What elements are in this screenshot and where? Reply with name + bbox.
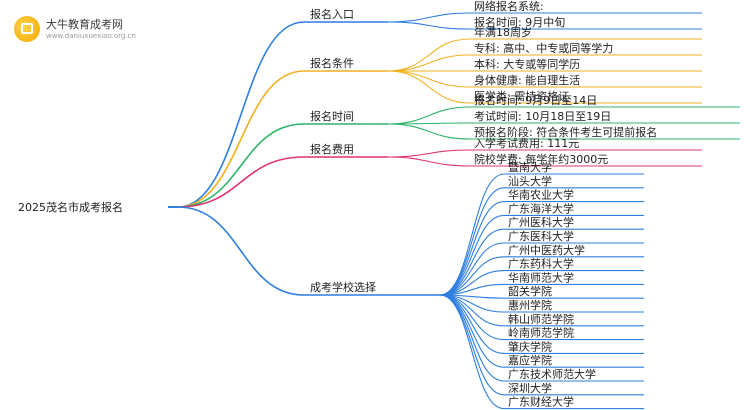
leaf-connector [387, 106, 471, 125]
leaf-connector [439, 294, 505, 341]
branch-label: 报名条件 [310, 56, 354, 70]
leaf-connector [439, 294, 505, 410]
watermark-url: www.daniuxuexiao.org.cn [46, 32, 136, 40]
leaf-label: 预报名阶段: 符合条件考生可提前报名 [474, 125, 657, 139]
branch-1: 报名入口 网络报名系统: 报名时间: 9月中旬 [177, 0, 702, 208]
leaf-connector [439, 228, 505, 296]
leaf-connector [387, 149, 471, 158]
branch-connector [177, 123, 305, 208]
leaf-label: 报名时间: 9月9日至14日 [474, 93, 597, 107]
leaf-label: 广州医科大学 [508, 215, 574, 229]
leaf-connector [387, 70, 471, 88]
leaf-connector [439, 242, 505, 296]
branch-5: 成考学校选择 暨南大学汕头大学华南农业大学广东海洋大学广州医科大学广东医科大学广州… [177, 160, 644, 410]
leaf-label: 年满18周岁 [474, 25, 532, 39]
leaf-label: 考试时间: 10月18日至19日 [474, 110, 611, 123]
leaf-connector [439, 173, 505, 296]
leaf-label: 入学考试费用: 111元 [474, 136, 579, 150]
leaf-label: 暨南大学 [508, 160, 552, 174]
leaf-connector [387, 156, 471, 167]
leaf-connector [439, 187, 505, 296]
branch-label: 成考学校选择 [310, 280, 376, 294]
leaf-connector [387, 54, 471, 72]
leaf-label: 医学类: 需持资格证 [474, 89, 569, 103]
leaf-label: 肇庆学院 [508, 339, 552, 353]
leaf-label: 本科: 大专或等同学历 [474, 57, 580, 71]
leaf-label: 广东海洋大学 [508, 201, 574, 215]
root-node-label: 2025茂名市成考报名 [18, 200, 123, 214]
branch-connector [177, 70, 305, 208]
leaf-label: 岭南师范学院 [508, 326, 574, 340]
leaf-label: 身体健康: 能自理生活 [474, 73, 580, 87]
book-icon [14, 16, 40, 42]
branch-connector [177, 206, 305, 296]
leaf-connector [387, 38, 471, 72]
leaf-connector [439, 294, 505, 368]
leaf-label: 华南农业大学 [508, 188, 574, 202]
leaf-label: 韶关学院 [508, 284, 552, 298]
branch-connector [177, 21, 305, 208]
leaf-label: 广东财经大学 [508, 395, 574, 409]
leaf-label: 深圳大学 [508, 381, 552, 395]
leaf-connector [387, 12, 471, 23]
leaf-label: 广东医科大学 [508, 229, 574, 243]
leaf-label: 韩山师范学院 [508, 312, 574, 326]
leaf-label: 广东药科大学 [508, 257, 574, 271]
leaf-connector [439, 214, 505, 296]
leaf-label: 广州中医药大学 [508, 243, 585, 257]
leaf-connector [387, 70, 471, 104]
leaf-label: 网络报名系统: [474, 0, 544, 13]
leaf-connector [387, 21, 471, 30]
leaf-label: 华南师范大学 [508, 270, 574, 284]
leaf-label: 报名时间: 9月中旬 [474, 15, 565, 29]
branch-label: 报名时间 [310, 109, 354, 123]
leaf-label: 专科: 高中、中专或同等学力 [474, 41, 613, 55]
branch-label: 报名入口 [310, 7, 354, 21]
leaf-label: 嘉应学院 [508, 353, 552, 367]
leaf-connector [387, 123, 471, 140]
leaf-label: 惠州学院 [508, 298, 552, 312]
watermark-logo: 大牛教育成考网 www.daniuxuexiao.org.cn [14, 14, 164, 50]
branch-connector [177, 156, 305, 208]
leaf-label: 汕头大学 [508, 174, 552, 188]
leaf-connector [439, 201, 505, 296]
leaf-label: 院校学费: 每学年约3000元 [474, 152, 608, 166]
watermark-title: 大牛教育成考网 [46, 18, 123, 31]
leaf-label: 广东技术师范大学 [508, 367, 596, 381]
branch-label: 报名费用 [310, 142, 354, 156]
